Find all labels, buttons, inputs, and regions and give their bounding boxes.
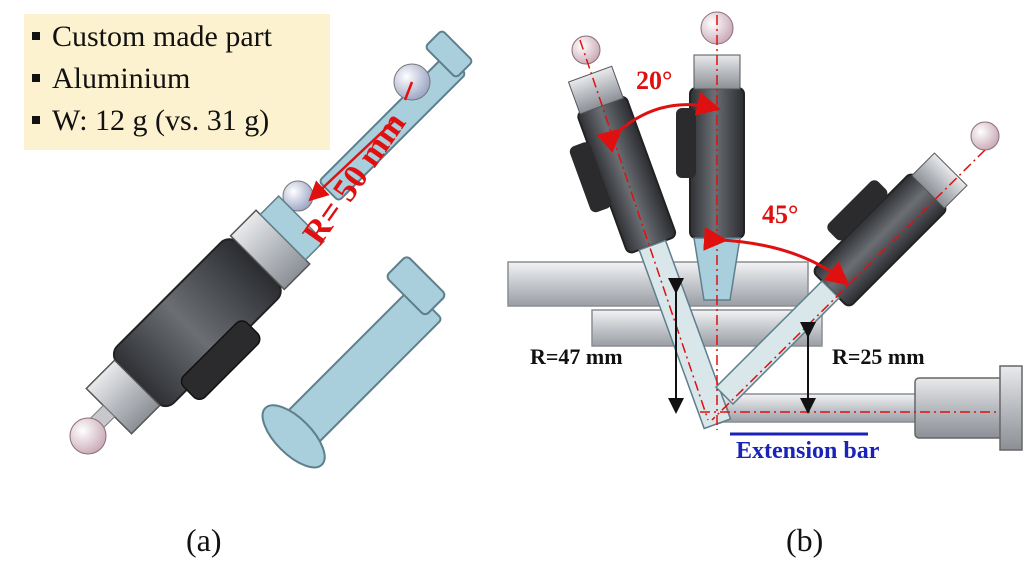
spec-box: Custom made part Aluminium W: 12 g (vs. … — [24, 14, 330, 150]
spec-item: W: 12 g (vs. 31 g) — [32, 104, 269, 138]
angle-label-20: 20° — [636, 66, 673, 95]
radius-label-47: R=47 mm — [530, 344, 623, 369]
radius-label-25: R=25 mm — [832, 344, 925, 369]
panel-label-a: (a) — [186, 522, 222, 558]
panel-a-probe — [69, 30, 473, 469]
spec-item: Aluminium — [32, 62, 190, 96]
panel-label-b: (b) — [786, 522, 824, 558]
extension-bar-label: Extension bar — [736, 438, 880, 464]
angle-label-45: 45° — [762, 200, 799, 229]
panel-b-assembly — [507, 11, 1023, 451]
spec-item: Custom made part — [32, 20, 272, 54]
